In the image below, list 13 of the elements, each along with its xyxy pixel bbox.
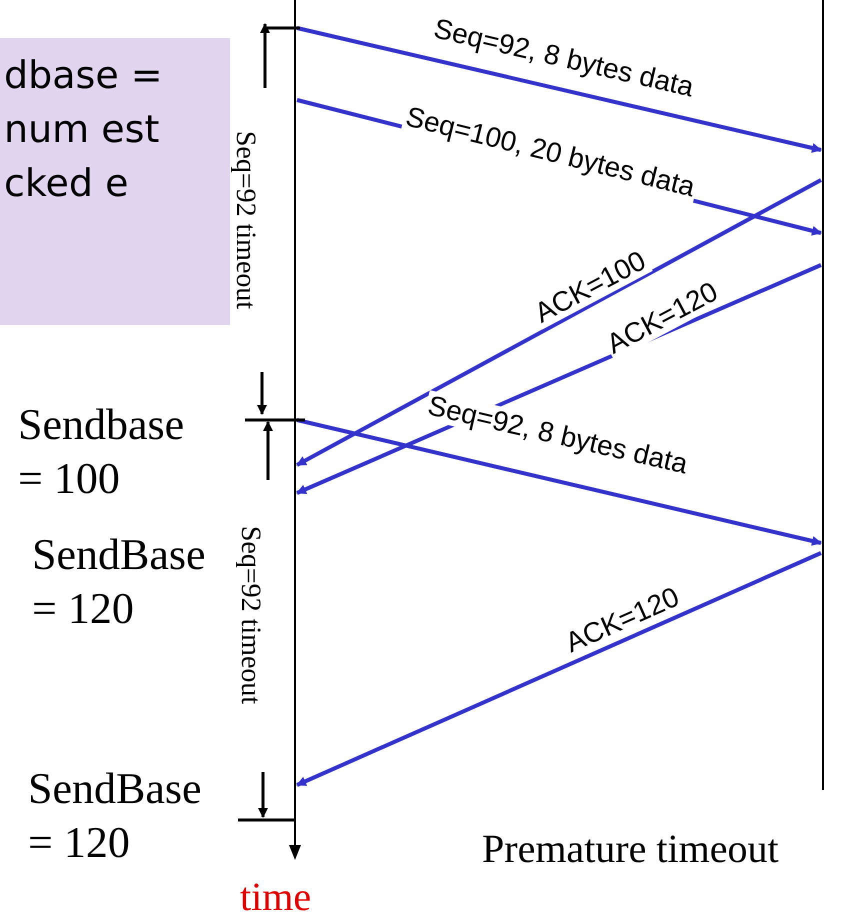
caption-text: Premature timeout [482,825,780,873]
rotated-label: Seq=92 timeout [235,526,265,704]
message-arrow [296,418,822,546]
time-label: time [240,873,312,915]
sendbase-label: SendBase = 120 [28,763,203,869]
message-arrow [296,178,822,467]
sendbase-label: SendBase = 120 [32,529,207,635]
rotated-label: Seq=92 timeout [230,130,260,310]
sendbase-label: Sendbase = 100 [18,399,186,505]
message-arrow [296,551,822,787]
timeline-line [822,0,824,790]
note-box: dbase = num est cked e [0,38,230,325]
message-arrow [296,26,822,153]
